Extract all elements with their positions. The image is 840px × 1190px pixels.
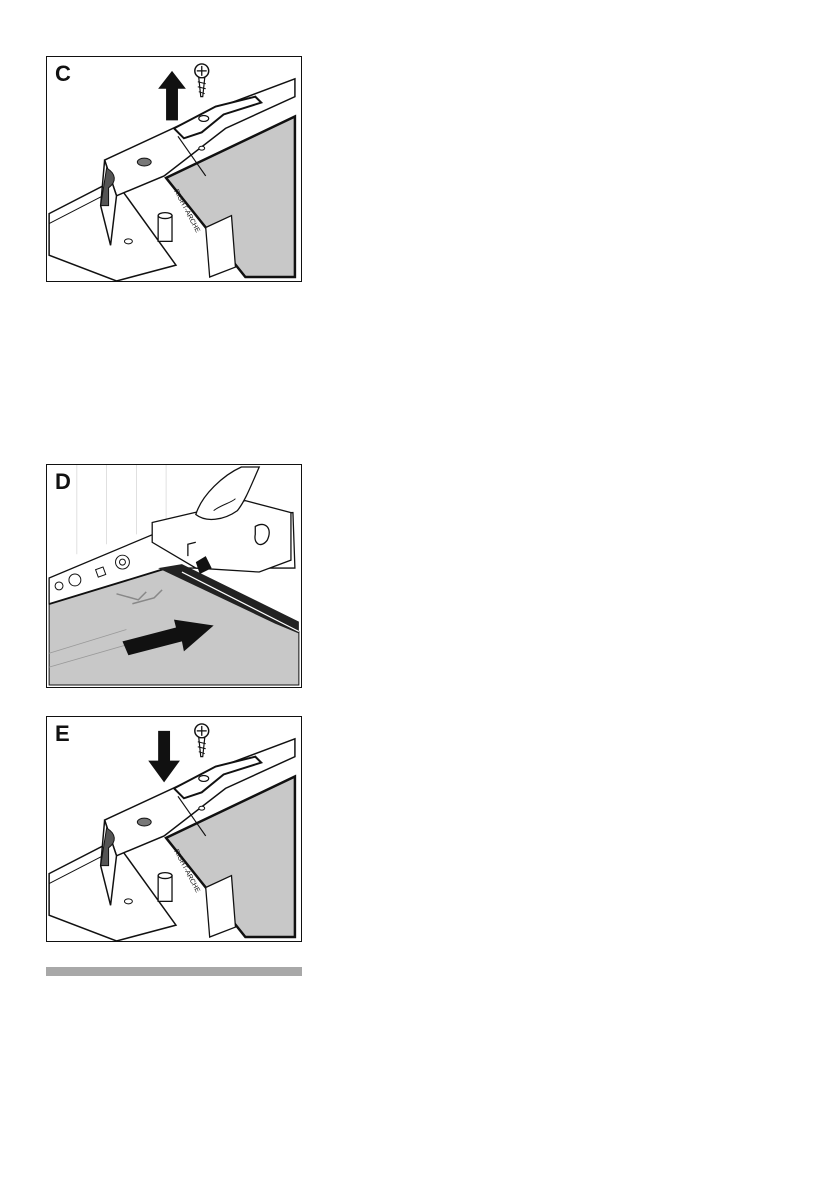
step-label-c: C <box>55 61 71 87</box>
figure-d-panel: D <box>46 464 302 688</box>
figure-c-panel: RIGHT-ARCHE C <box>46 56 302 282</box>
figure-c-illustration: RIGHT-ARCHE <box>47 57 301 281</box>
section-divider <box>46 967 302 976</box>
arrow-up-icon <box>158 71 186 121</box>
step-label-e: E <box>55 721 70 747</box>
figure-e-illustration: RIGHT-ARCHE <box>47 717 301 941</box>
screw-icon <box>195 64 209 97</box>
figure-e-panel: RIGHT-ARCHE E <box>46 716 302 942</box>
arrow-down-icon <box>148 731 180 783</box>
screw-icon <box>195 724 209 757</box>
figure-d-illustration <box>47 465 301 687</box>
step-label-d: D <box>55 469 71 495</box>
